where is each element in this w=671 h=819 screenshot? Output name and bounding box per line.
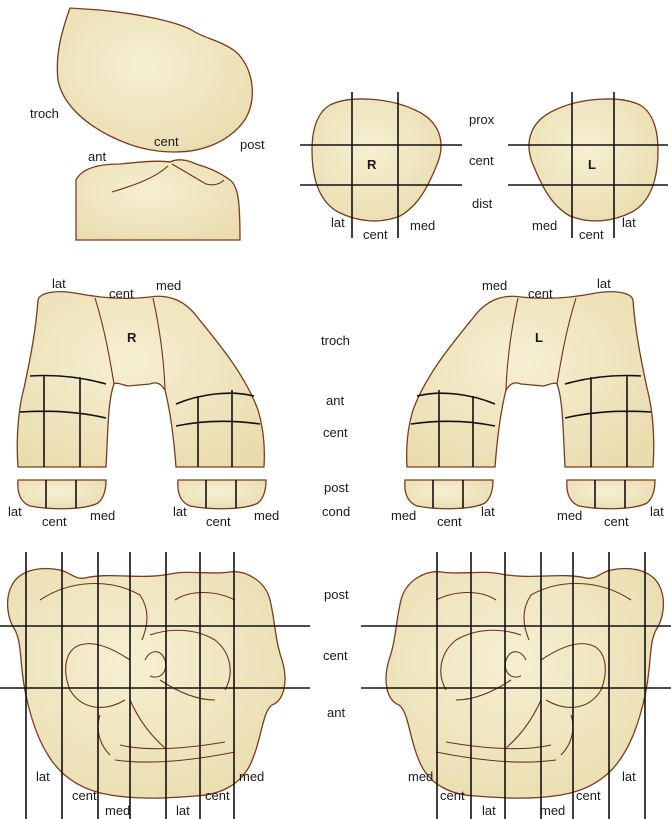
femur-l-bl-cent: cent (437, 514, 462, 529)
tibia-l-cent1: cent (440, 788, 465, 803)
label-femur-cent: cent (323, 425, 348, 440)
tibia-r-cent1: cent (72, 788, 97, 803)
femur-r-bl-cent: cent (42, 514, 67, 529)
label-tibia-post: post (324, 587, 349, 602)
femur-r-bl-lat: lat (8, 504, 22, 519)
tibia-r-med2: med (239, 769, 264, 784)
tibia-right-grid (0, 552, 310, 819)
label-patella-l-cent: cent (579, 227, 604, 242)
label-post: post (240, 137, 265, 152)
tibia-right-shape (6, 567, 286, 799)
label-prox: prox (469, 112, 495, 127)
tibia-l-lat2: lat (622, 769, 636, 784)
tibia-r-lat2: lat (176, 803, 190, 818)
tibia-left (361, 552, 671, 819)
label-troch: troch (30, 106, 59, 121)
femur-l-bl-med: med (391, 508, 416, 523)
label-femur-cond: cond (322, 504, 350, 519)
femur-l-br-lat: lat (650, 504, 664, 519)
label-femur-post: post (324, 480, 349, 495)
femur-left-condyle-med (404, 479, 494, 510)
femur-l-br-med: med (557, 508, 582, 523)
tibia-side-detail (111, 163, 225, 193)
tibia-left-detail (435, 582, 632, 763)
label-patella-cent: cent (469, 153, 494, 168)
femur-right-condyle-lat (17, 479, 107, 510)
label-femur-ant: ant (326, 393, 344, 408)
label-femur-troch: troch (321, 333, 350, 348)
label-tibia-ant: ant (327, 705, 345, 720)
tibia-l-lat1: lat (482, 803, 496, 818)
femur-left (404, 291, 656, 510)
femur-l-br-cent: cent (604, 514, 629, 529)
femur-l-top-med: med (482, 278, 507, 293)
tibia-right (0, 552, 310, 819)
label-tibia-cent: cent (323, 648, 348, 663)
patella-right-grid (300, 92, 462, 238)
knee-lateral-view (56, 7, 253, 241)
tibia-l-med: med (408, 769, 433, 784)
tibia-r-cent2: cent (205, 788, 230, 803)
femur-l-bl-lat: lat (481, 504, 495, 519)
femur-right-trochlea (16, 291, 265, 468)
label-ant: ant (88, 149, 106, 164)
tibia-l-cent2: cent (576, 788, 601, 803)
tibia-left-shape (385, 567, 665, 799)
femur-left-condyle-lat (566, 479, 656, 510)
label-patella-l-lat: lat (622, 215, 636, 230)
femur-right-trochlea-detail (94, 297, 166, 391)
femur-l-top-cent: cent (528, 286, 553, 301)
femur-right-trochlea-grid (19, 374, 261, 467)
tibia-l-med2: med (540, 803, 565, 818)
femur-r-top-cent: cent (109, 286, 134, 301)
patella-left (508, 92, 668, 238)
femur-r-bl-med: med (90, 508, 115, 523)
femur-r-br-med: med (254, 508, 279, 523)
patella-right (300, 92, 462, 238)
femur-left-trochlea (406, 291, 655, 468)
femur-right-letter: R (127, 330, 137, 345)
femur-right-condyle-med (177, 479, 267, 510)
label-cent: cent (154, 134, 179, 149)
femur-right-condyle-grid (45, 480, 237, 508)
label-patella-l-med: med (532, 218, 557, 233)
tibia-r-lat: lat (36, 769, 50, 784)
femur-left-trochlea-detail (505, 297, 577, 391)
tibia-right-detail (39, 582, 236, 763)
patella-left-grid (508, 92, 668, 238)
femur-right (16, 291, 267, 510)
femur-r-br-cent: cent (206, 514, 231, 529)
patella-right-letter: R (367, 157, 377, 172)
label-dist: dist (472, 196, 493, 211)
femur-left-letter: L (535, 330, 543, 345)
tibia-left-grid (361, 552, 671, 819)
femur-left-condyle-grid (432, 480, 626, 508)
femur-r-top-lat: lat (52, 276, 66, 291)
patella-left-shape (528, 98, 659, 222)
patella-left-letter: L (588, 157, 596, 172)
femoral-condyle-side (56, 7, 253, 153)
femur-r-br-lat: lat (173, 504, 187, 519)
patella-right-shape (311, 98, 442, 222)
tibial-plateau-side (75, 159, 241, 241)
femur-l-top-lat: lat (597, 276, 611, 291)
label-patella-r-med: med (410, 218, 435, 233)
label-patella-r-lat: lat (331, 215, 345, 230)
tibia-r-med1: med (105, 803, 130, 818)
label-patella-r-cent: cent (363, 227, 388, 242)
femur-left-trochlea-grid (410, 374, 652, 467)
femur-r-top-med: med (156, 278, 181, 293)
